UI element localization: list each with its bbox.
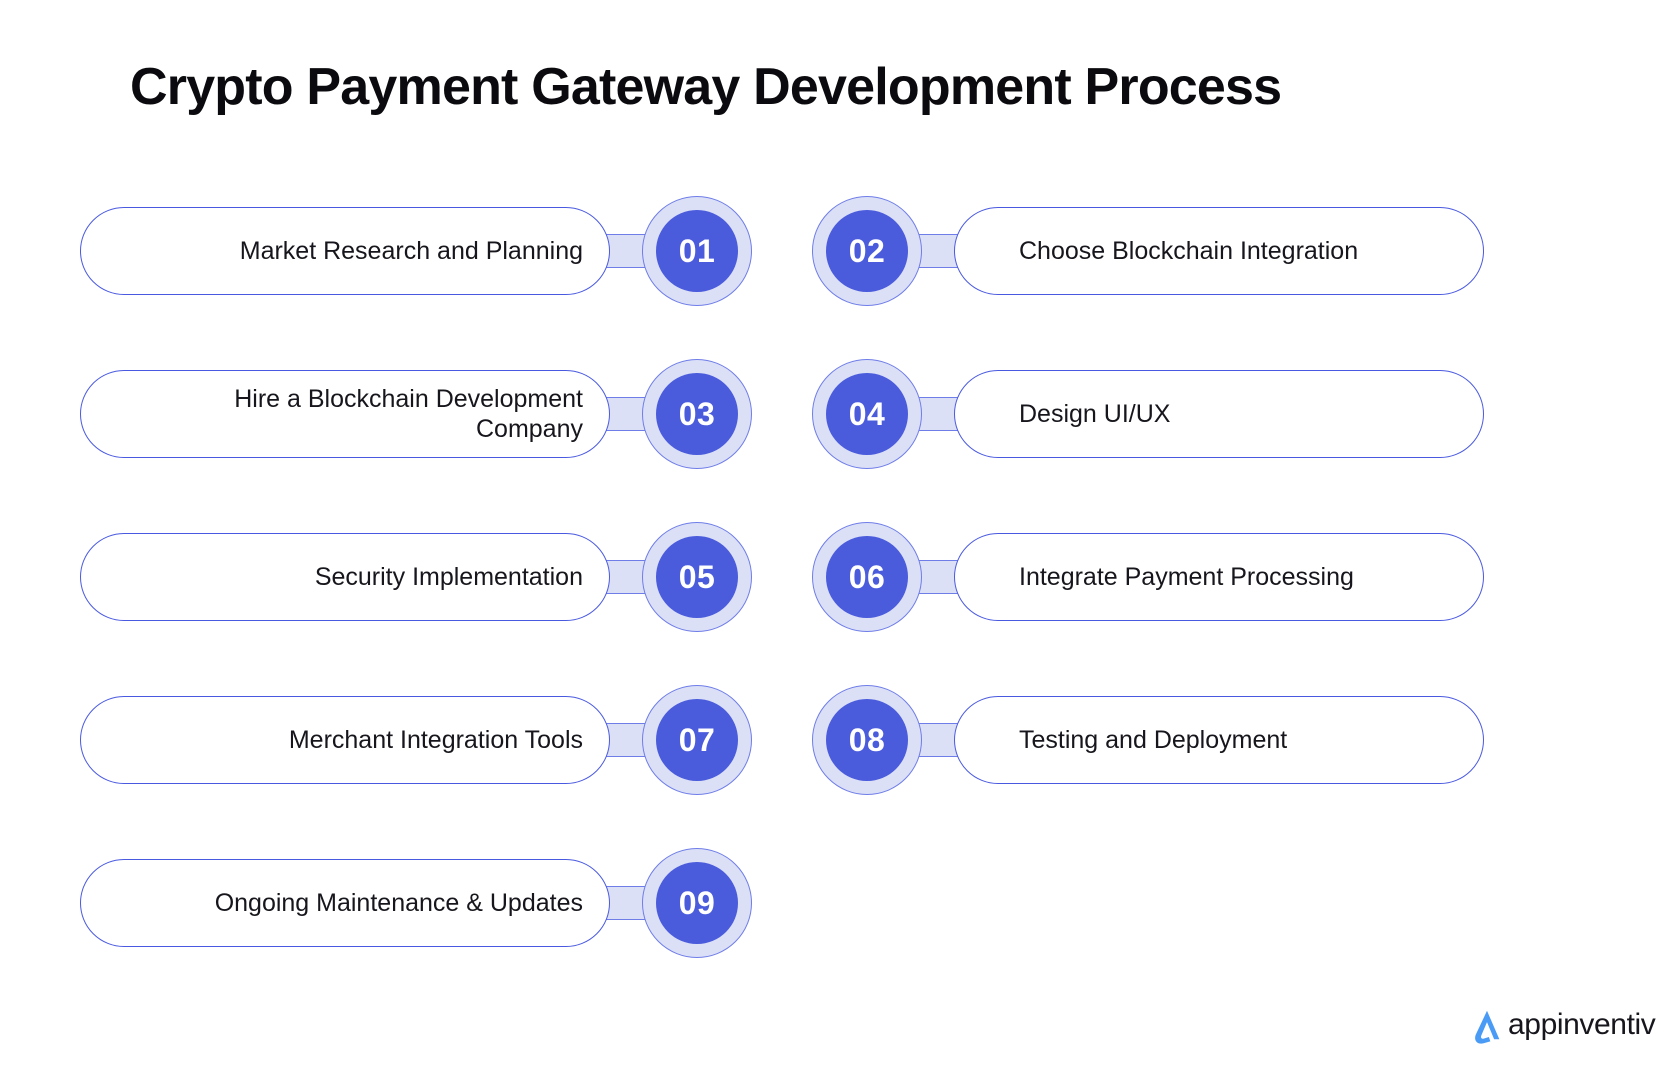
- step-badge-09[interactable]: 09: [642, 848, 752, 958]
- step-badge-core: 08: [826, 699, 908, 781]
- step-pill-06[interactable]: Integrate Payment Processing: [954, 533, 1484, 621]
- step-number: 06: [848, 558, 886, 595]
- step-badge-core: 01: [656, 210, 738, 292]
- step-number: 02: [848, 232, 886, 269]
- process-step-06[interactable]: 06 Integrate Payment Processing: [812, 522, 1494, 632]
- step-label: Market Research and Planning: [239, 236, 583, 265]
- step-badge-04[interactable]: 04: [812, 359, 922, 469]
- appinventiv-logo: appinventiv: [1468, 1006, 1656, 1044]
- step-label: Hire a Blockchain Development Company: [234, 384, 583, 444]
- step-badge-core: 05: [656, 536, 738, 618]
- step-badge-core: 09: [656, 862, 738, 944]
- step-label: Choose Blockchain Integration: [1019, 236, 1359, 265]
- appinventiv-logo-text: appinventiv: [1508, 1008, 1656, 1041]
- step-number: 05: [678, 558, 716, 595]
- step-badge-core: 07: [656, 699, 738, 781]
- step-badge-05[interactable]: 05: [642, 522, 752, 632]
- step-badge-02[interactable]: 02: [812, 196, 922, 306]
- step-badge-08[interactable]: 08: [812, 685, 922, 795]
- step-pill-07[interactable]: Merchant Integration Tools: [80, 696, 610, 784]
- step-badge-core: 03: [656, 373, 738, 455]
- step-number: 01: [678, 232, 716, 269]
- process-step-01[interactable]: Market Research and Planning 01: [80, 196, 770, 306]
- step-badge-core: 06: [826, 536, 908, 618]
- step-pill-02[interactable]: Choose Blockchain Integration: [954, 207, 1484, 295]
- appinventiv-a-mark-icon: [1475, 1010, 1500, 1044]
- step-number: 07: [678, 721, 716, 758]
- step-label: Security Implementation: [314, 562, 583, 591]
- step-pill-09[interactable]: Ongoing Maintenance & Updates: [80, 859, 610, 947]
- step-number: 09: [678, 884, 716, 921]
- step-pill-04[interactable]: Design UI/UX: [954, 370, 1484, 458]
- step-badge-01[interactable]: 01: [642, 196, 752, 306]
- process-step-02[interactable]: 02 Choose Blockchain Integration: [812, 196, 1494, 306]
- process-step-09[interactable]: Ongoing Maintenance & Updates 09: [80, 848, 770, 958]
- step-label: Testing and Deployment: [1019, 725, 1288, 754]
- step-pill-05[interactable]: Security Implementation: [80, 533, 610, 621]
- step-label: Ongoing Maintenance & Updates: [214, 888, 583, 917]
- step-badge-core: 04: [826, 373, 908, 455]
- step-badge-03[interactable]: 03: [642, 359, 752, 469]
- process-step-08[interactable]: 08 Testing and Deployment: [812, 685, 1494, 795]
- process-step-05[interactable]: Security Implementation 05: [80, 522, 770, 632]
- step-label: Integrate Payment Processing: [1019, 562, 1354, 591]
- step-label: Design UI/UX: [1019, 399, 1171, 428]
- step-number: 03: [678, 395, 716, 432]
- step-badge-07[interactable]: 07: [642, 685, 752, 795]
- step-badge-06[interactable]: 06: [812, 522, 922, 632]
- step-pill-08[interactable]: Testing and Deployment: [954, 696, 1484, 784]
- step-label: Merchant Integration Tools: [288, 725, 583, 754]
- process-step-04[interactable]: 04 Design UI/UX: [812, 359, 1494, 469]
- page-title: Crypto Payment Gateway Development Proce…: [130, 58, 1282, 116]
- process-step-03[interactable]: Hire a Blockchain Development Company 03: [80, 359, 770, 469]
- step-pill-01[interactable]: Market Research and Planning: [80, 207, 610, 295]
- step-pill-03[interactable]: Hire a Blockchain Development Company: [80, 370, 610, 458]
- step-number: 04: [848, 395, 886, 432]
- process-step-07[interactable]: Merchant Integration Tools 07: [80, 685, 770, 795]
- step-badge-core: 02: [826, 210, 908, 292]
- step-number: 08: [848, 721, 886, 758]
